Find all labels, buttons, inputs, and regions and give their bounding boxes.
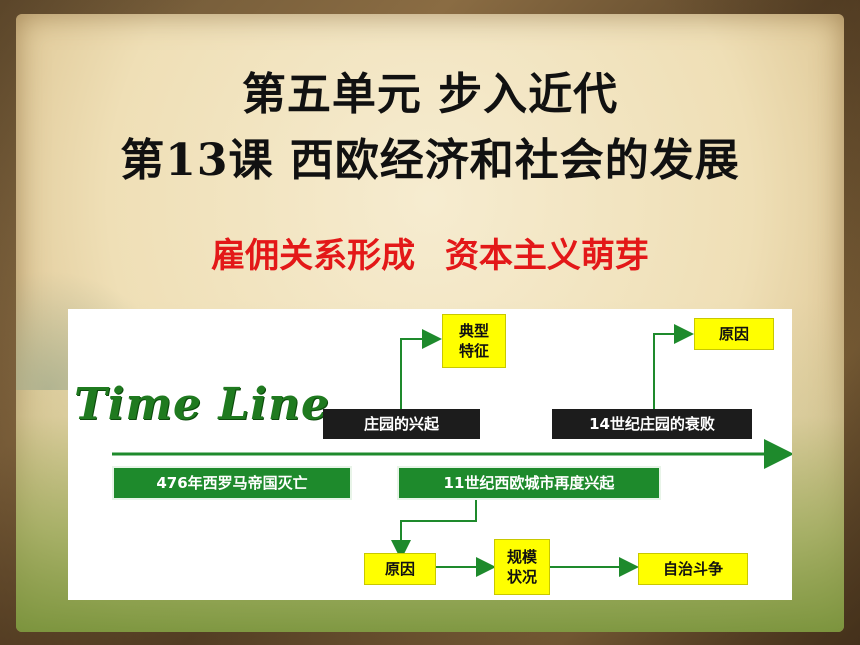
node-rome-fall: 476年西罗马帝国灭亡 (112, 466, 352, 500)
node-autonomy-struggle: 自治斗争 (638, 553, 748, 585)
node-city-revival: 11世纪西欧城市再度兴起 (397, 466, 661, 500)
timeline-label: Time Line (74, 379, 330, 430)
connector-lines (112, 324, 792, 577)
connector-city-cause (391, 499, 477, 560)
node-cause-bottom: 原因 (364, 553, 436, 585)
node-manor-rise: 庄园的兴起 (323, 409, 480, 439)
subtitle: 雇佣关系形成 资本主义萌芽 (211, 236, 649, 276)
timeline-diagram: Time Line 典型特征 原因 庄园的兴起 14世纪庄园的衰败 476年西罗… (68, 309, 792, 600)
node-typical-features: 典型特征 (442, 314, 506, 368)
node-cause-top: 原因 (694, 318, 774, 350)
unit-title: 第五单元 步入近代 (241, 69, 619, 120)
connector-decline-cause (653, 324, 694, 409)
node-scale-status: 规模状况 (494, 539, 550, 595)
node-manor-decline: 14世纪庄园的衰败 (552, 409, 752, 439)
lesson-title: 第13课 西欧经济和社会的发展 (120, 135, 740, 186)
connector-manor-features (400, 329, 442, 409)
